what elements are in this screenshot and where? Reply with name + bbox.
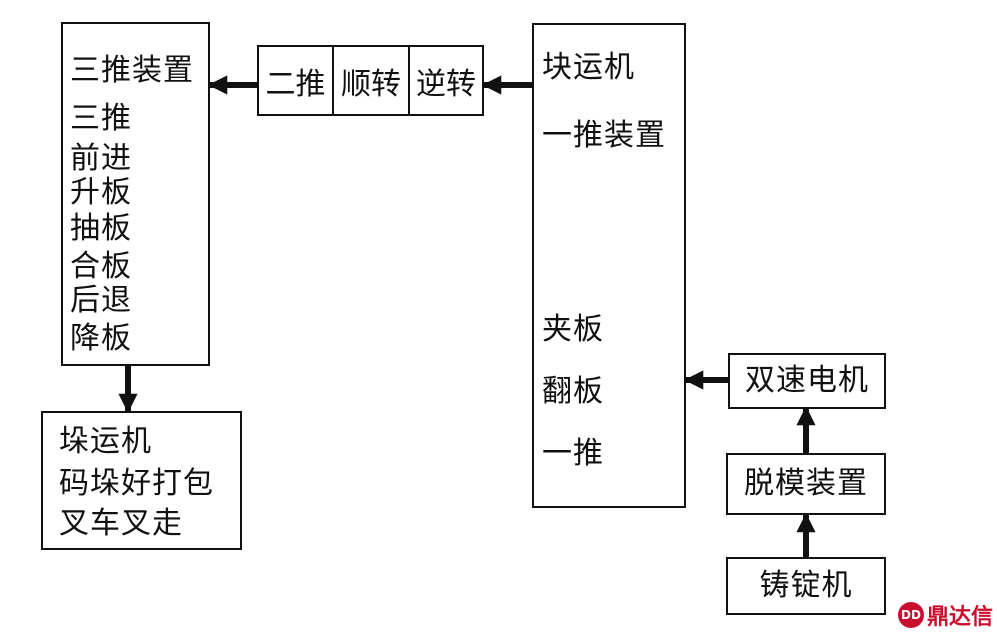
step-flip-plate: 翻板 <box>542 374 604 409</box>
step-third-push: 三推 <box>70 101 132 136</box>
ingot-caster-box: 铸锭机 <box>726 557 886 615</box>
block-conveyor-title: 块运机 <box>542 50 635 85</box>
third-push-device-box: 三推装置 三推 前进 升板 抽板 合板 后退 降板 <box>61 22 210 366</box>
demold-device-label: 脱模装置 <box>744 466 868 501</box>
cell-second-push: 二推 <box>265 66 326 102</box>
stacker-box: 垛运机 码垛好打包 叉车叉走 <box>41 411 242 550</box>
stacker-line-1: 垛运机 <box>59 424 152 459</box>
first-push-device-label: 一推装置 <box>542 118 666 153</box>
stacker-line-3: 叉车叉走 <box>59 506 183 541</box>
demold-device-box: 脱模装置 <box>726 453 886 515</box>
step-raise-plate: 升板 <box>70 175 132 210</box>
step-retreat: 后退 <box>70 283 132 318</box>
ingot-caster-label: 铸锭机 <box>759 568 853 603</box>
step-clamp-plate: 夹板 <box>542 312 604 347</box>
step-first-push: 一推 <box>542 436 604 471</box>
second-push-box: 二推 顺转 逆转 <box>257 45 484 116</box>
block-conveyor-box: 块运机 一推装置 夹板 翻板 一推 <box>532 23 686 508</box>
step-close-plate: 合板 <box>70 249 132 284</box>
step-pull-plate: 抽板 <box>70 211 132 246</box>
watermark-logo: DD 鼎达信 <box>898 598 993 632</box>
cell-clockwise: 顺转 <box>332 47 408 114</box>
stacker-line-2: 码垛好打包 <box>59 466 214 501</box>
logo-mark-icon: DD <box>898 602 924 628</box>
step-lower-plate: 降板 <box>70 321 132 356</box>
third-push-device-title: 三推装置 <box>70 53 194 88</box>
logo-text: 鼎达信 <box>927 605 994 630</box>
dual-speed-motor-box: 双速电机 <box>728 353 886 409</box>
cell-counterclockwise: 逆转 <box>408 47 482 114</box>
step-forward: 前进 <box>70 141 132 176</box>
dual-speed-motor-label: 双速电机 <box>745 363 869 398</box>
